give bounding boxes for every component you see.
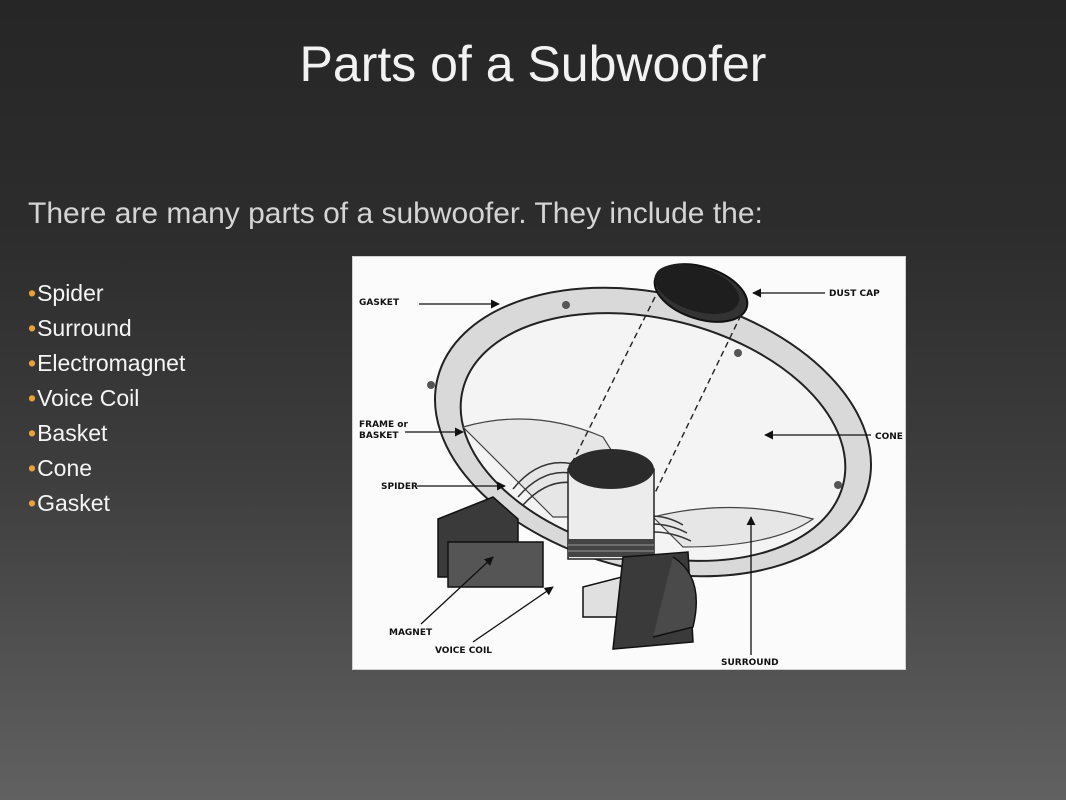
label-voice-coil: VOICE COIL	[435, 646, 492, 656]
label-gasket: GASKET	[359, 298, 400, 308]
list-item-label: Gasket	[37, 490, 110, 516]
guide-lines	[568, 296, 742, 496]
bullet-marker: •	[28, 315, 37, 341]
label-frame-line1: FRAME or	[359, 420, 408, 430]
list-item-label: Basket	[37, 420, 108, 446]
subwoofer-cutaway-illustration: GASKET DUST CAP FRAME or BASKET CONE SPI…	[359, 263, 903, 668]
list-item-label: Voice Coil	[37, 385, 140, 411]
list-item: •Electromagnet	[28, 346, 185, 381]
list-item-label: Surround	[37, 315, 132, 341]
intro-text: There are many parts of a subwoofer. The…	[28, 197, 763, 230]
subwoofer-diagram: GASKET DUST CAP FRAME or BASKET CONE SPI…	[352, 256, 906, 670]
bullet-marker: •	[28, 280, 37, 306]
voice-coil	[567, 449, 655, 560]
bullet-marker: •	[28, 420, 37, 446]
label-frame-line2: BASKET	[359, 431, 399, 441]
label-magnet: MAGNET	[389, 628, 433, 638]
list-item-label: Spider	[37, 280, 104, 306]
parts-list: •Spider •Surround •Electromagnet •Voice …	[28, 276, 185, 521]
list-item: •Cone	[28, 451, 185, 486]
label-dust-cap: DUST CAP	[829, 289, 880, 299]
bullet-marker: •	[28, 490, 37, 516]
list-item: •Spider	[28, 276, 185, 311]
list-item-label: Cone	[37, 455, 93, 481]
list-item: •Basket	[28, 416, 185, 451]
label-cone: CONE	[875, 432, 903, 442]
bullet-marker: •	[28, 455, 37, 481]
list-item: •Surround	[28, 311, 185, 346]
label-surround: SURROUND	[721, 658, 779, 668]
bullet-marker: •	[28, 385, 37, 411]
list-item-label: Electromagnet	[37, 350, 186, 376]
label-spider: SPIDER	[381, 482, 418, 492]
list-item: •Voice Coil	[28, 381, 185, 416]
magnet	[437, 496, 697, 650]
slide-title: Parts of a Subwoofer	[299, 36, 767, 92]
dust-cap	[653, 263, 749, 323]
callouts	[405, 288, 871, 655]
bullet-marker: •	[28, 350, 37, 376]
list-item: •Gasket	[28, 486, 185, 521]
